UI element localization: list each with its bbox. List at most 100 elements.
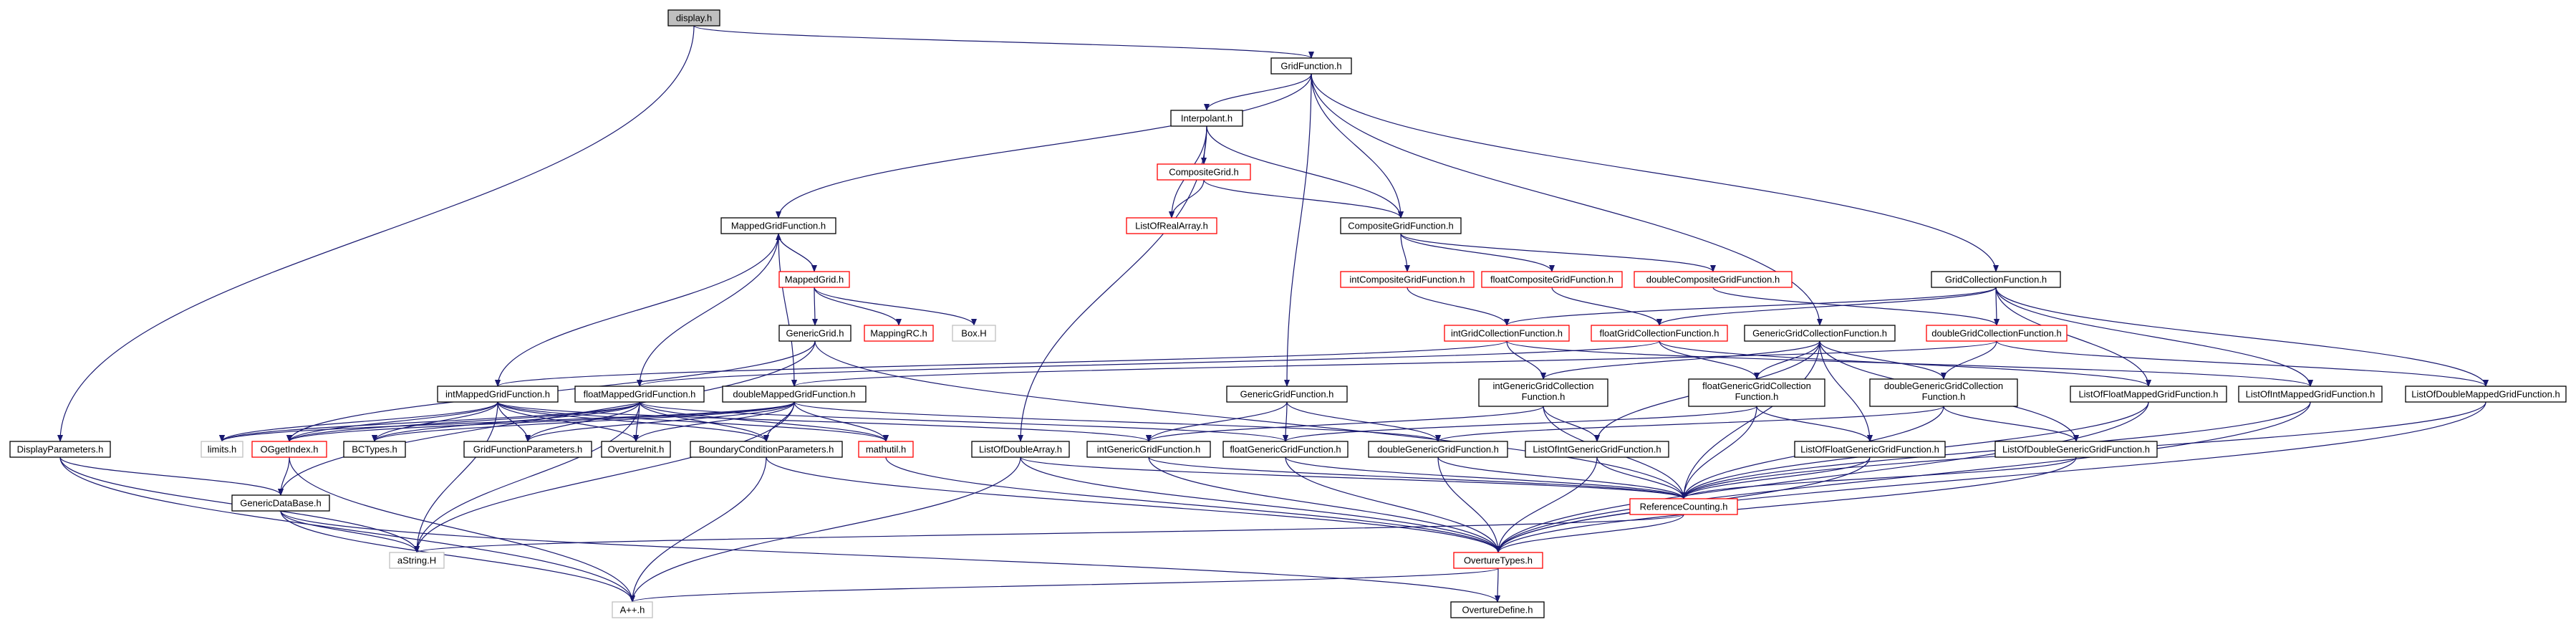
dependency-edge (1437, 456, 1501, 553)
node-MappedGridFunction[interactable]: MappedGridFunction.h (720, 217, 836, 234)
node-box (2238, 386, 2383, 403)
node-box (1478, 378, 1608, 407)
node-Interpolant[interactable]: Interpolant.h (1170, 110, 1243, 127)
node-OvertureDefine[interactable]: OvertureDefine.h (1450, 601, 1545, 618)
node-intGridCollectionFunction[interactable]: intGridCollectionFunction.h (1444, 325, 1570, 342)
node-ReferenceCounting[interactable]: ReferenceCounting.h (1629, 498, 1738, 515)
node-GenericGrid[interactable]: GenericGrid.h (778, 325, 852, 342)
node-box (1222, 441, 1349, 458)
node-label: GenericGrid.h (786, 328, 844, 339)
node-doubleMappedGridFunction[interactable]: doubleMappedGridFunction.h (722, 386, 867, 403)
dependency-edge (629, 456, 767, 603)
node-BCTypes[interactable]: BCTypes.h (343, 441, 406, 458)
node-box (9, 441, 111, 458)
node-ListOfIntMappedGridFunction[interactable]: ListOfIntMappedGridFunction.h (2238, 386, 2383, 403)
node-CompositeGrid[interactable]: CompositeGrid.h (1157, 163, 1251, 181)
node-box (1226, 386, 1348, 403)
dependency-edge (814, 340, 1687, 499)
node-GenericGridCollectionFunction[interactable]: GenericGridCollectionFunction.h (1744, 325, 1896, 342)
node-aString[interactable]: aString.H (389, 552, 445, 569)
node-GenericGridFunction[interactable]: GenericGridFunction.h (1226, 386, 1348, 403)
node-label: OvertureDefine.h (1462, 605, 1533, 616)
node-floatCompositeGridFunction[interactable]: floatCompositeGridFunction.h (1481, 271, 1623, 288)
dependency-edge (629, 568, 1499, 603)
node-ListOfDoubleGenericGridFunction[interactable]: ListOfDoubleGenericGridFunction.h (1994, 441, 2158, 458)
dependency-edge (1540, 340, 1820, 380)
node-label: intGridCollectionFunction.h (1451, 328, 1563, 339)
dependency-edge (814, 287, 902, 326)
node-CompositeGridFunction[interactable]: CompositeGridFunction.h (1340, 217, 1462, 234)
dependency-edge (497, 401, 1152, 442)
node-label: BoundaryConditionParameters.h (699, 444, 834, 455)
dependency-edge (1020, 456, 1501, 553)
node-MappingRC[interactable]: MappingRC.h (864, 325, 934, 342)
node-intCompositeGridFunction[interactable]: intCompositeGridFunction.h (1340, 271, 1475, 288)
dependency-edge (1204, 73, 1312, 111)
node-box (778, 271, 850, 288)
node-box (1170, 110, 1243, 127)
node-ListOfIntGenericGridFunction[interactable]: ListOfIntGenericGridFunction.h (1525, 441, 1669, 458)
dependency-edge (1437, 456, 1687, 499)
node-floatGenericGridFunction[interactable]: floatGenericGridFunction.h (1222, 441, 1349, 458)
dependency-edge (1285, 456, 1501, 553)
node-BoxH[interactable]: Box.H (952, 325, 996, 342)
node-GridFunction[interactable]: GridFunction.h (1270, 57, 1352, 75)
node-intGenericGridFunction[interactable]: intGenericGridFunction.h (1086, 441, 1211, 458)
node-display[interactable]: display.h (667, 9, 720, 27)
node-intMappedGridFunction[interactable]: intMappedGridFunction.h (437, 386, 559, 403)
dependency-edge (1506, 340, 1546, 380)
dependency-edge (885, 456, 1501, 553)
node-label: floatGenericGridCollection (1702, 380, 1811, 391)
node-label: floatMappedGridFunction.h (584, 389, 696, 400)
node-GridCollectionFunction[interactable]: GridCollectionFunction.h (1931, 271, 2061, 288)
node-BoundaryConditionParameters[interactable]: BoundaryConditionParameters.h (690, 441, 843, 458)
dependency-edge (693, 25, 1314, 59)
node-label: CompositeGrid.h (1169, 167, 1239, 178)
dependency-edge (1169, 179, 1205, 219)
dependency-edge (811, 287, 818, 326)
node-label: intGenericGridCollection (1493, 380, 1594, 391)
node-floatGridCollectionFunction[interactable]: floatGridCollectionFunction.h (1591, 325, 1728, 342)
node-box (667, 9, 720, 27)
node-label: Function.h (1922, 391, 1966, 402)
dependency-edge (1754, 340, 1820, 380)
dependency-edge (59, 456, 635, 603)
node-label: GenericDataBase.h (240, 498, 321, 509)
node-doubleCompositeGridFunction[interactable]: doubleCompositeGridFunction.h (1634, 271, 1793, 288)
node-box (722, 386, 867, 403)
node-DisplayParameters[interactable]: DisplayParameters.h (9, 441, 111, 458)
node-GridFunctionParameters[interactable]: GridFunctionParameters.h (463, 441, 592, 458)
node-box (952, 325, 996, 342)
node-ListOfFloatMappedGridFunction[interactable]: ListOfFloatMappedGridFunction.h (2070, 386, 2227, 403)
node-floatMappedGridFunction[interactable]: floatMappedGridFunction.h (574, 386, 705, 403)
dependency-edge (637, 233, 779, 387)
node-ListOfRealArray[interactable]: ListOfRealArray.h (1126, 217, 1217, 234)
node-box (1931, 271, 2061, 288)
node-limits[interactable]: limits.h (201, 441, 243, 458)
node-Aplusplus[interactable]: A++.h (612, 601, 653, 618)
node-label: floatCompositeGridFunction.h (1490, 274, 1613, 285)
node-doubleGenericGridFunction[interactable]: doubleGenericGridFunction.h (1368, 441, 1508, 458)
dependency-edge (497, 401, 769, 442)
node-doubleGridCollectionFunction[interactable]: doubleGridCollectionFunction.h (1926, 325, 2068, 342)
node-OvertureInit[interactable]: OvertureInit.h (601, 441, 671, 458)
node-box (1525, 441, 1669, 458)
node-ListOfDoubleMappedGridFunction[interactable]: ListOfDoubleMappedGridFunction.h (2405, 386, 2567, 403)
dependency-edge (1943, 406, 2079, 442)
dependency-edge (1596, 456, 1687, 499)
node-OGgetIndex[interactable]: OGgetIndex.h (251, 441, 327, 458)
dependency-edge (1148, 456, 1501, 553)
node-mathutil[interactable]: mathutil.h (858, 441, 914, 458)
node-label: GenericGridCollectionFunction.h (1752, 328, 1887, 339)
node-MappedGrid[interactable]: MappedGrid.h (778, 271, 850, 288)
node-ListOfFloatGenericGridFunction[interactable]: ListOfFloatGenericGridFunction.h (1794, 441, 1946, 458)
node-OvertureTypes[interactable]: OvertureTypes.h (1453, 552, 1543, 569)
node-GenericDataBase[interactable]: GenericDataBase.h (231, 494, 330, 512)
dependency-edge (1712, 287, 1999, 326)
node-box (1794, 441, 1946, 458)
node-ListOfDoubleArray[interactable]: ListOfDoubleArray.h (971, 441, 1070, 458)
node-box (858, 441, 914, 458)
